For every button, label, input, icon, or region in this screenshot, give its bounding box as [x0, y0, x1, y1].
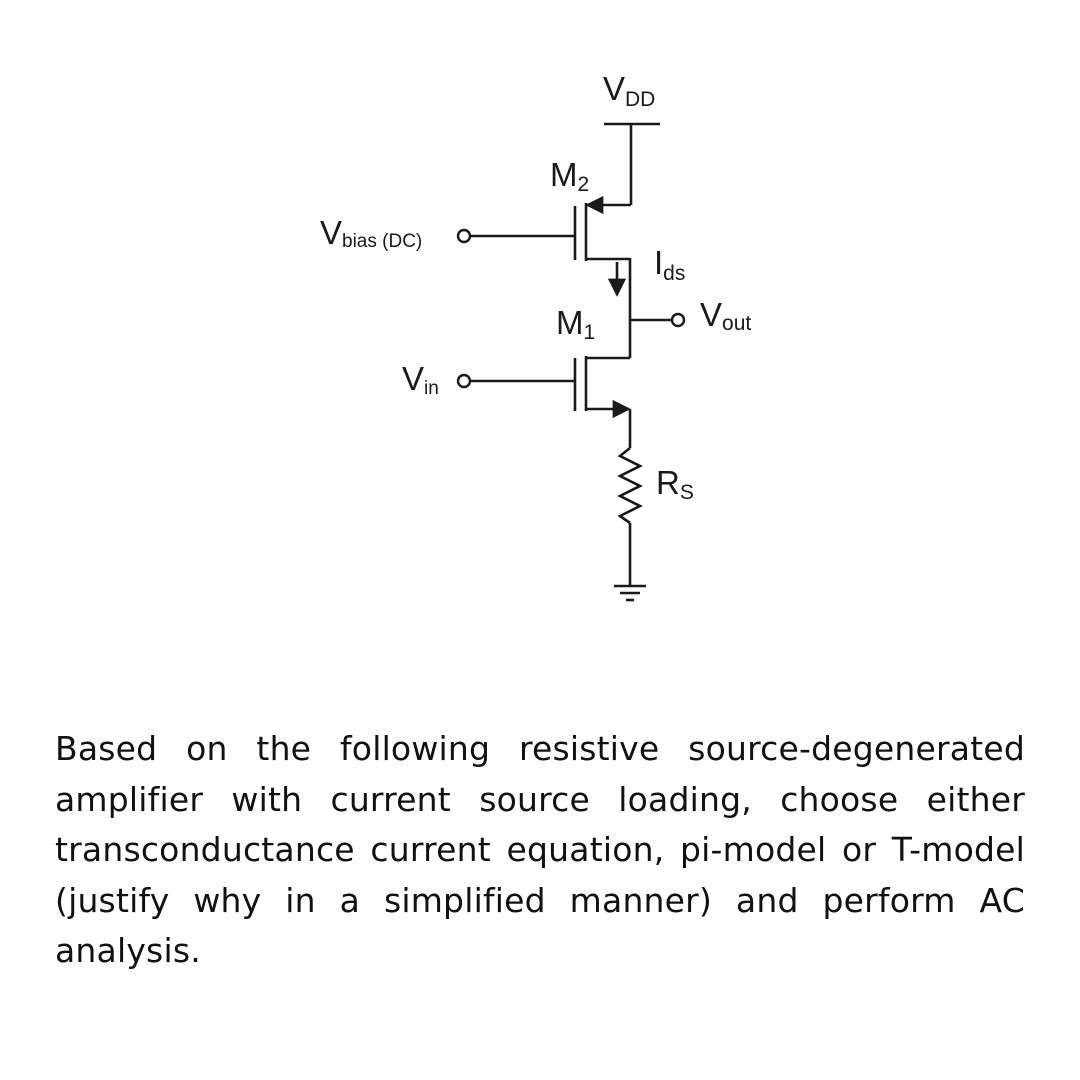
- ids-label: Ids: [654, 244, 685, 285]
- vin-label: Vin: [402, 360, 439, 399]
- circuit-diagram: VDD M2 Vbias (DC) Vout Ids M1: [320, 70, 751, 602]
- ground-symbol: [614, 584, 646, 602]
- vbias-label: Vbias (DC): [320, 214, 422, 252]
- rs-label: RS: [656, 464, 694, 504]
- vdd-supply: [604, 122, 660, 205]
- m1-transistor: [573, 356, 631, 419]
- question-text: Based on the following resistive source-…: [55, 729, 1025, 970]
- vbias-terminal: [456, 228, 574, 244]
- output-node: [628, 258, 686, 358]
- vin-terminal: [456, 373, 574, 389]
- m1-label: M1: [556, 304, 595, 344]
- vout-label: Vout: [700, 296, 751, 335]
- rs-resistor: [617, 409, 643, 586]
- m2-transistor: [573, 195, 631, 261]
- vdd-label: VDD: [603, 70, 655, 111]
- m2-label: M2: [550, 156, 589, 196]
